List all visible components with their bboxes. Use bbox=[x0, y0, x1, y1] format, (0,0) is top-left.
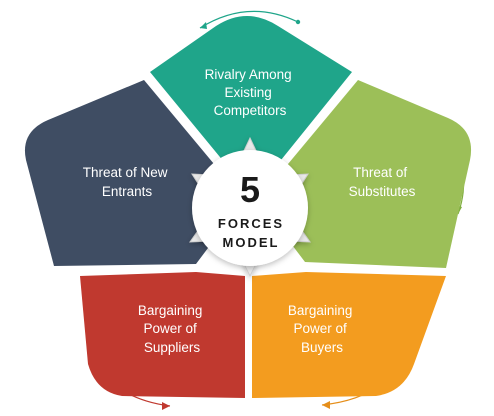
segment-substitutes: Threat of Substitutes bbox=[258, 80, 472, 268]
buyers-line-1: Bargaining bbox=[288, 303, 353, 318]
center-line-2: MODEL bbox=[223, 235, 280, 250]
arc-dot-top bbox=[295, 19, 301, 25]
buyers-line-2: Power of bbox=[293, 321, 347, 336]
segment-suppliers-shape bbox=[80, 272, 245, 398]
rivalry-line-2: Existing bbox=[224, 85, 271, 100]
segment-suppliers-label: Bargaining Power of Suppliers bbox=[138, 303, 206, 355]
substitutes-line-2: Substitutes bbox=[349, 184, 416, 199]
center-circle bbox=[192, 150, 308, 266]
segment-suppliers: Bargaining Power of Suppliers bbox=[80, 272, 245, 398]
segment-rivalry-shape bbox=[150, 16, 352, 196]
segment-new-entrants-shape bbox=[24, 80, 244, 266]
segment-substitutes-shape bbox=[258, 80, 472, 268]
arc-head-bottom-right bbox=[322, 401, 330, 409]
center-number: 5 bbox=[240, 169, 260, 210]
rivalry-line-3: Competitors bbox=[214, 103, 287, 118]
segment-buyers-shape bbox=[252, 272, 446, 398]
entrants-line-2: Entrants bbox=[102, 184, 153, 199]
rivalry-line-1: Rivalry Among bbox=[205, 67, 292, 82]
segment-substitutes-label: Threat of Substitutes bbox=[349, 165, 416, 199]
arc-arrow-top bbox=[199, 10, 299, 29]
entrants-line-1: Threat of New bbox=[83, 165, 168, 180]
suppliers-line-2: Power of bbox=[143, 321, 197, 336]
segment-rivalry: Rivalry Among Existing Competitors bbox=[150, 16, 352, 196]
segment-new-entrants: Threat of New Entrants bbox=[24, 80, 244, 266]
suppliers-line-3: Suppliers bbox=[144, 340, 201, 355]
buyers-line-3: Buyers bbox=[301, 340, 343, 355]
segment-rivalry-label: Rivalry Among Existing Competitors bbox=[205, 67, 296, 118]
arc-head-bottom-left bbox=[162, 402, 170, 410]
center-line-1: FORCES bbox=[218, 216, 284, 231]
arc-head-top bbox=[200, 22, 207, 29]
segment-buyers-label: Bargaining Power of Buyers bbox=[288, 303, 356, 355]
segment-buyers: Bargaining Power of Buyers bbox=[252, 272, 446, 398]
segment-new-entrants-label: Threat of New Entrants bbox=[83, 165, 172, 199]
substitutes-line-1: Threat of bbox=[353, 165, 407, 180]
suppliers-line-1: Bargaining bbox=[138, 303, 203, 318]
